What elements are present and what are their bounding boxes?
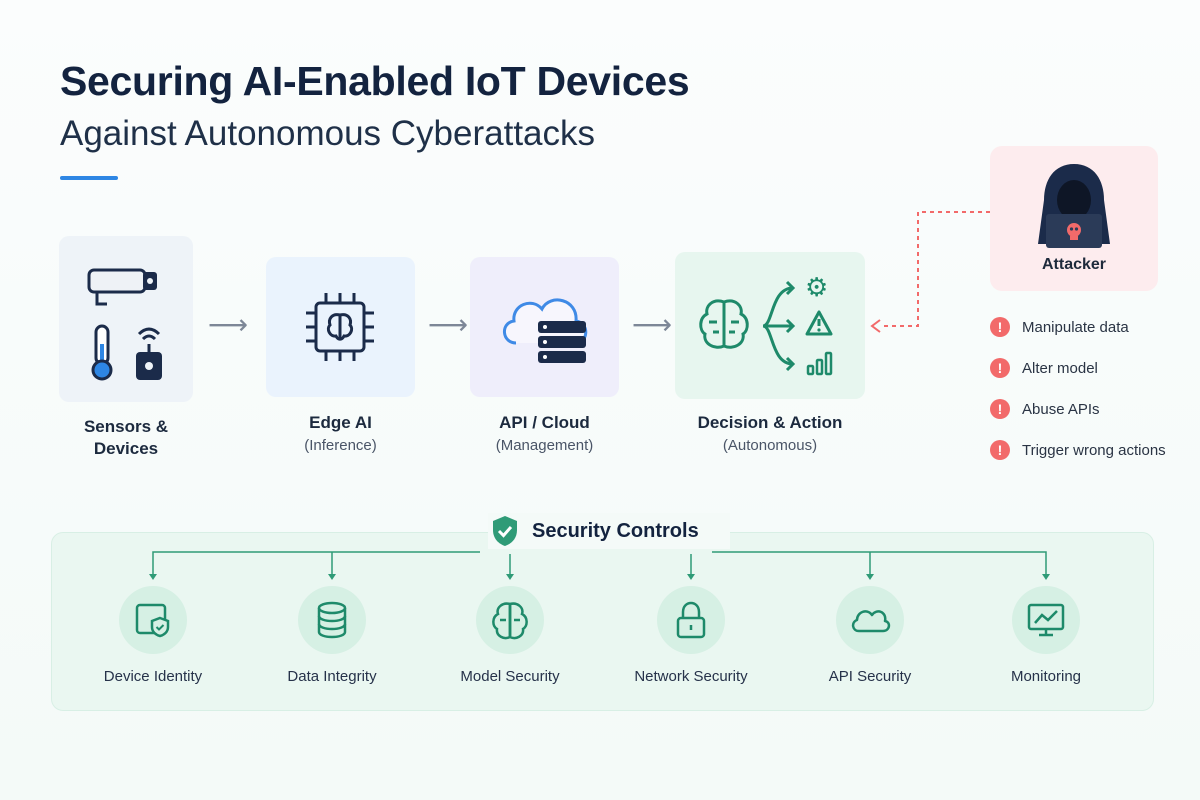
title-underline — [60, 176, 118, 180]
control-model-security: Model Security — [425, 586, 595, 685]
wireless-sensor-icon — [136, 327, 162, 380]
control-icon-circle — [476, 586, 544, 654]
threat-text: Abuse APIs — [1022, 400, 1100, 418]
control-label: Monitoring — [1010, 668, 1082, 685]
control-icon-circle — [298, 586, 366, 654]
alert-icon: ! — [990, 317, 1010, 337]
brain-icon — [492, 602, 528, 640]
alert-icon: ! — [990, 358, 1010, 378]
threat-item: ! Manipulate data — [990, 315, 1129, 339]
alert-icon: ! — [990, 399, 1010, 419]
lock-icon — [676, 601, 706, 639]
cloud-icon — [851, 610, 891, 633]
stage-edge-ai-sublabel: (Inference) — [304, 437, 377, 454]
threat-item: ! Trigger wrong actions — [990, 438, 1166, 462]
stage-api-cloud-label: API / Cloud — [499, 413, 590, 432]
security-controls-panel — [51, 532, 1154, 711]
control-label: Data Integrity — [287, 668, 377, 685]
page-subtitle: Against Autonomous Cyberattacks — [60, 114, 596, 153]
security-controls-title-text: Security Controls — [532, 519, 699, 542]
stage-sensors-label: Sensors & Devices — [59, 416, 193, 460]
hooded-hacker-icon — [1038, 164, 1110, 248]
control-label: Model Security — [460, 668, 560, 685]
attacker-label: Attacker — [1041, 256, 1107, 273]
device-shield-icon — [135, 603, 170, 638]
branch-arrows-icon — [762, 280, 796, 372]
shield-check-icon — [493, 516, 517, 546]
control-data-integrity: Data Integrity — [247, 586, 417, 685]
controls-connector-lines — [149, 551, 1050, 580]
database-icon — [317, 601, 347, 639]
attack-path-dashed-arrow — [870, 211, 990, 333]
monitor-chart-icon — [1027, 603, 1065, 637]
warning-icon — [805, 310, 833, 336]
cloud-server-icon — [503, 298, 588, 363]
stage-decision-sublabel: (Autonomous) — [722, 437, 818, 454]
brain-icon — [699, 299, 749, 349]
control-icon-circle — [657, 586, 725, 654]
thermometer-icon — [91, 324, 113, 381]
control-label: API Security — [828, 668, 912, 685]
threat-item: ! Abuse APIs — [990, 397, 1100, 421]
threat-item: ! Alter model — [990, 356, 1098, 380]
threat-text: Trigger wrong actions — [1022, 441, 1166, 459]
page-title: Securing AI-Enabled IoT Devices — [60, 58, 690, 104]
stage-api-cloud-sublabel: (Management) — [495, 437, 594, 454]
stage-sensors-card — [59, 236, 193, 402]
control-device-identity: Device Identity — [68, 586, 238, 685]
stage-decision-label: Decision & Action — [697, 413, 843, 432]
stage-edge-ai-card — [266, 257, 415, 397]
control-label: Network Security — [634, 668, 748, 685]
control-icon-circle — [1012, 586, 1080, 654]
gear-icon: ⚙ — [805, 272, 829, 302]
alert-icon: ! — [990, 440, 1010, 460]
control-monitoring: Monitoring — [961, 586, 1131, 685]
stage-api-cloud-card — [470, 257, 619, 397]
control-api-security: API Security — [785, 586, 955, 685]
threat-text: Alter model — [1022, 359, 1098, 377]
attacker-card — [990, 146, 1158, 291]
arrow-right-icon: ⟶ — [208, 309, 249, 340]
control-label: Device Identity — [103, 668, 203, 685]
threat-text: Manipulate data — [1022, 318, 1129, 336]
ai-chip-icon — [306, 293, 374, 361]
control-icon-circle — [836, 586, 904, 654]
stage-edge-ai-label: Edge AI — [309, 413, 372, 432]
arrow-right-icon: ⟶ — [632, 309, 673, 340]
arrow-right-icon: ⟶ — [428, 309, 469, 340]
security-controls-title: Security Controls — [488, 513, 730, 549]
stage-sensors-label-line2: Devices — [93, 439, 159, 458]
stage-sensors-label-line1: Sensors & — [83, 417, 169, 436]
control-network-security: Network Security — [606, 586, 776, 685]
control-icon-circle — [119, 586, 187, 654]
bar-chart-icon — [806, 351, 833, 376]
stage-decision-card: ⚙ — [675, 252, 865, 399]
camera-icon — [87, 268, 157, 306]
